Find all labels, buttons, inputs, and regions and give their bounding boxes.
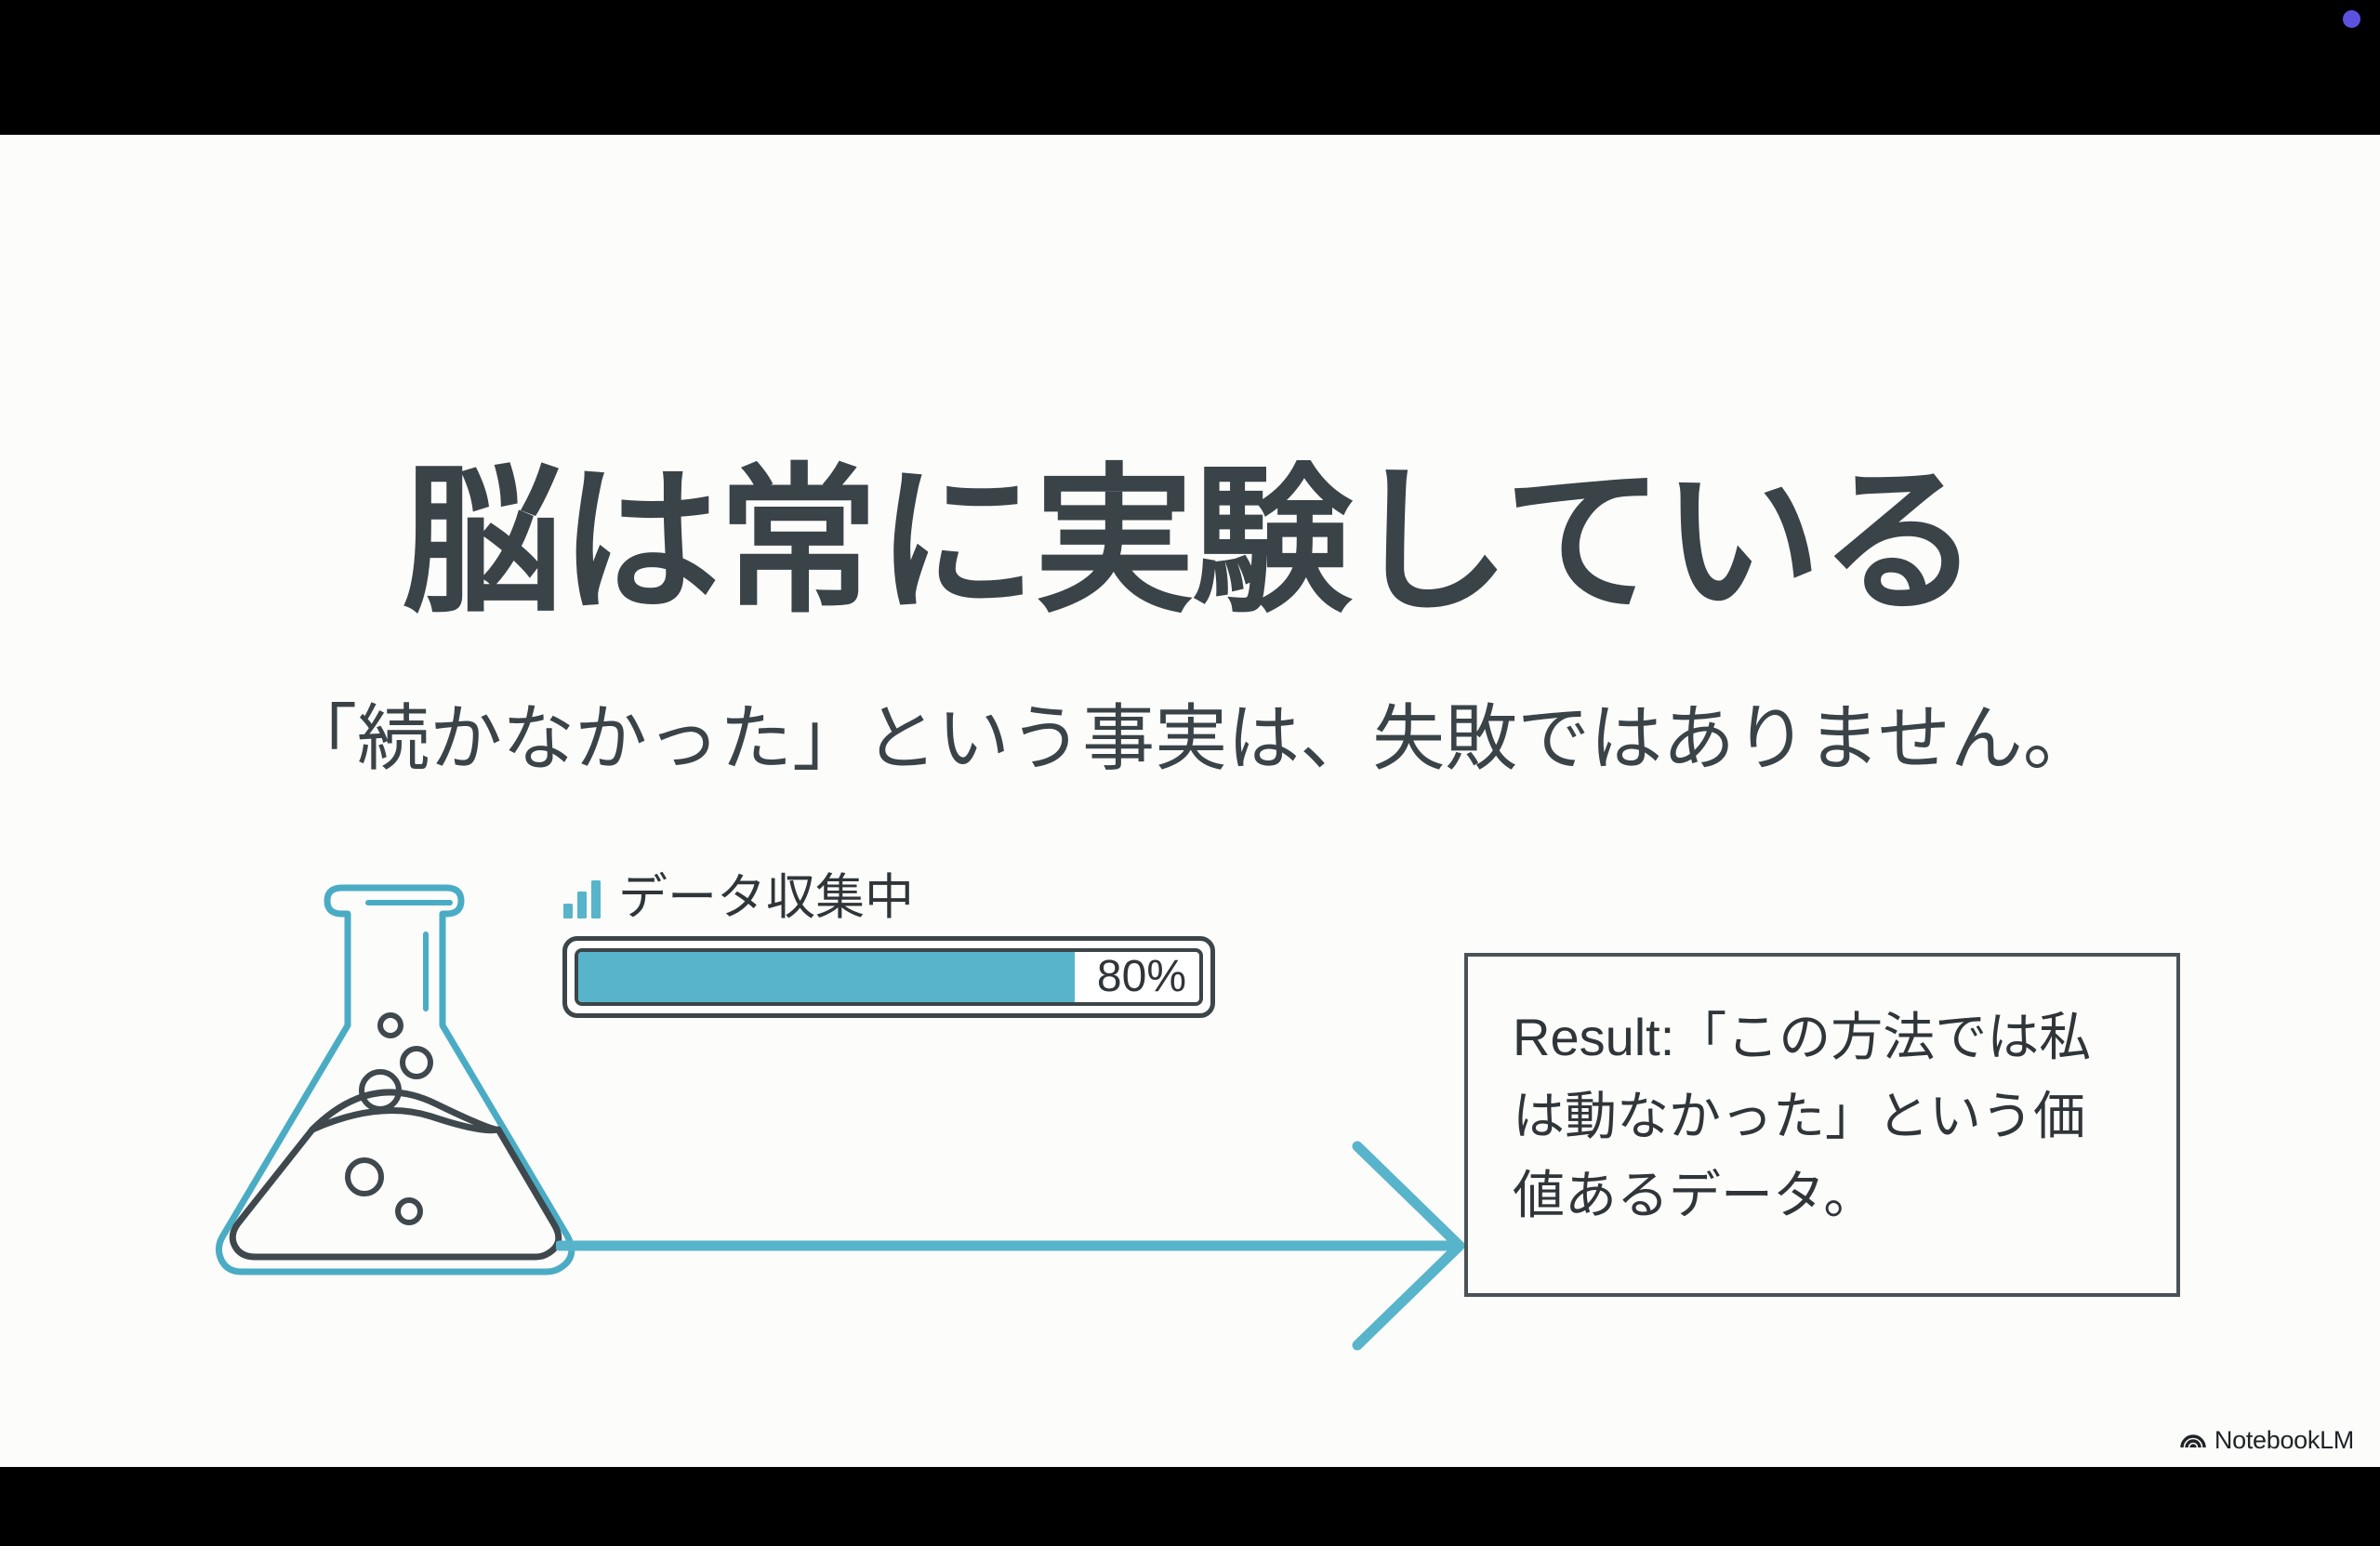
right-arrow-icon <box>554 1139 1476 1353</box>
result-text: Result:「この方法では私は動なかった」という価値あるデータ。 <box>1513 1008 2092 1225</box>
notebooklm-logo-icon <box>2180 1434 2206 1448</box>
bar-chart-icon <box>563 880 601 918</box>
letterbox-bottom <box>0 1467 2380 1546</box>
erlenmeyer-flask-icon <box>203 860 584 1278</box>
progress-header: データ収集中 <box>562 862 1223 925</box>
data-collection-progress-group: データ収集中 80% <box>562 862 1223 1018</box>
watermark-label: NotebookLM <box>2214 1425 2354 1454</box>
progress-bar-fill <box>578 952 1076 1002</box>
page-title: 脳は常に実験している <box>402 453 1980 632</box>
presentation-slide: 脳は常に実験している 「続かなかった」という事実は、失敗ではありません。 <box>0 135 2380 1467</box>
result-callout-box: Result:「この方法では私は動なかった」という価値あるデータ。 <box>1464 953 2180 1297</box>
status-dot-indicator <box>2343 10 2360 28</box>
progress-bar-inner: 80% <box>575 948 1203 1006</box>
progress-bar-track[interactable]: 80% <box>562 936 1215 1018</box>
letterbox-top <box>0 0 2380 135</box>
notebooklm-watermark: NotebookLM <box>2179 1426 2354 1454</box>
progress-percent-label: 80% <box>1096 952 1186 1001</box>
progress-label: データ収集中 <box>618 870 914 925</box>
page-subtitle: 「続かなかった」という事実は、失敗ではありません。 <box>284 697 2096 779</box>
